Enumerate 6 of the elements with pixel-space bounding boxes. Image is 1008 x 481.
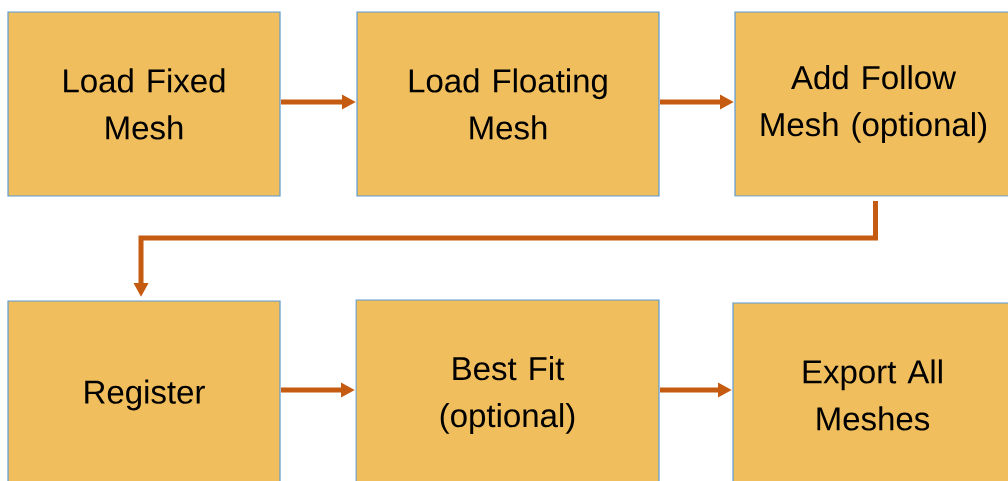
process-box: Load Fixed Mesh xyxy=(7,11,281,197)
process-box: Best Fit (optional) xyxy=(355,299,660,481)
process-box: Register xyxy=(7,300,281,481)
process-box: Export All Meshes xyxy=(732,302,1008,481)
process-box: Add Follow Mesh (optional) xyxy=(734,11,1008,197)
process-box: Load Floating Mesh xyxy=(356,11,660,197)
